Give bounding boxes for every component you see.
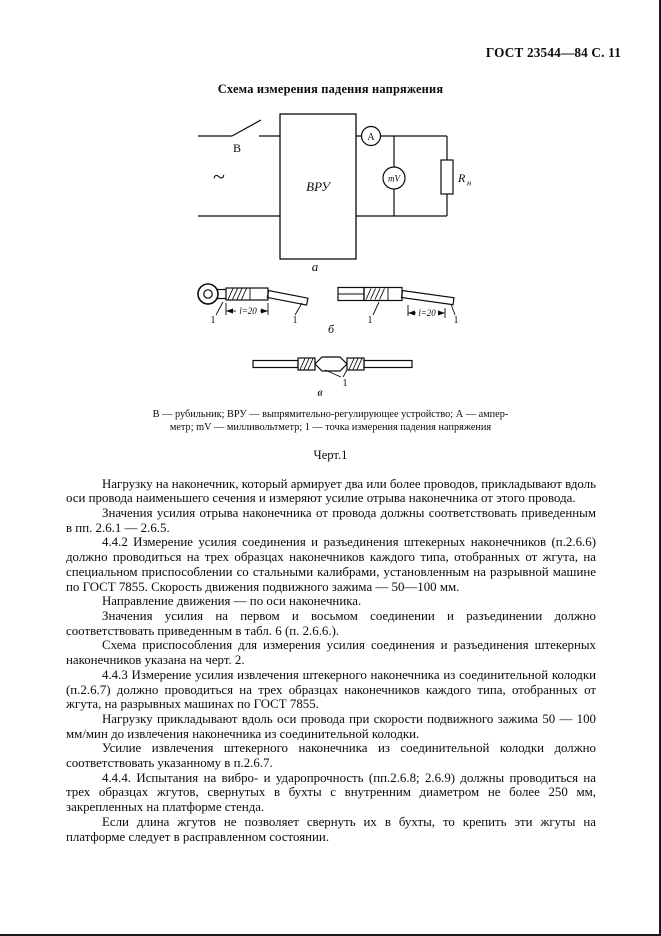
paragraph: Нагрузку на наконечник, который армирует… xyxy=(66,476,596,506)
figure-title: Схема измерения падения напряжения xyxy=(217,81,444,96)
flat-lug-drawing xyxy=(337,286,456,318)
paragraph: Значения усилия на первом и восьмом соед… xyxy=(66,608,596,638)
measure-point-label: 1 xyxy=(454,315,459,326)
paragraph: 4.4.3 Измерение усилия извлечения штекер… xyxy=(66,667,596,712)
measure-point-label: 1 xyxy=(211,315,216,326)
paragraph: Направление движения — по оси наконечник… xyxy=(102,594,362,609)
flat-lug-labels: l=20 1 1 б xyxy=(328,308,459,336)
measure-point-label: 1 xyxy=(368,315,373,326)
ammeter-label: А xyxy=(367,132,375,143)
dimension-label: l=20 xyxy=(418,308,436,318)
resistor-label-subscript: н xyxy=(467,177,471,187)
document-page: ГОСТ 23544—84 С. 11 Схема измерения паде… xyxy=(0,45,661,845)
splice-drawing xyxy=(252,356,413,378)
part-a-label: а xyxy=(312,259,319,274)
ac-source-symbol: ~ xyxy=(213,164,225,189)
circuit-part-a xyxy=(198,113,454,260)
wire xyxy=(400,289,455,306)
paragraph: Если длина жгутов не позволяет свернуть … xyxy=(66,814,596,844)
paragraph: Нагрузку прикладывают вдоль оси провода … xyxy=(66,711,596,741)
paragraph: Усилие извлечения штекерного наконечника… xyxy=(66,741,596,771)
dimension-label: l=20 xyxy=(239,306,257,316)
paragraph: Схема приспособления для измерения усили… xyxy=(66,638,596,668)
figure-1-diagram: В ~ ВРУ А mV R н а xyxy=(197,113,471,399)
paragraph: 4.4.2 Измерение усилия соединения и разъ… xyxy=(66,535,596,594)
part-b-label: б xyxy=(328,322,335,336)
measure-point-label: 1 xyxy=(343,378,348,389)
paragraph: Значения усилия отрыва наконечника от пр… xyxy=(66,506,596,535)
resistor-label: R xyxy=(457,171,466,185)
paragraph: 4.4.4. Испытания на вибро- и ударопрочно… xyxy=(66,770,596,815)
wire xyxy=(266,289,309,306)
load-resistor-icon xyxy=(440,159,454,195)
scan-edge-bottom xyxy=(0,934,661,936)
splice-body xyxy=(314,356,348,372)
figure-caption-line-1: В — рубильник; ВРУ — выпрямительно-регул… xyxy=(152,408,509,420)
circuit-part-a-labels: В ~ ВРУ А mV R н а xyxy=(213,132,471,274)
millivoltmeter-label: mV xyxy=(388,173,401,183)
doc-reference: ГОСТ 23544—84 С. 11 xyxy=(485,45,621,60)
ammeter-icon xyxy=(360,125,382,146)
ring-lug-drawing xyxy=(197,283,309,316)
switch-blade-icon xyxy=(231,119,262,137)
vru-label: ВРУ xyxy=(306,179,332,194)
figure-number: Черт.1 xyxy=(313,447,348,462)
millivoltmeter-icon xyxy=(382,166,406,190)
ring-lug-labels: l=20 1 1 xyxy=(211,306,298,326)
part-v-label: в xyxy=(317,385,322,399)
switch-label: В xyxy=(233,141,241,155)
crimp-barrel xyxy=(363,286,403,301)
body-text: Нагрузку на наконечник, который армирует… xyxy=(66,477,596,845)
measure-point-label: 1 xyxy=(293,315,298,326)
splice-labels: 1 в xyxy=(317,378,347,399)
figure-caption-line-2: метр; mV — милливольтметр; 1 — точка изм… xyxy=(169,422,492,434)
scan-edge-right xyxy=(659,0,661,936)
figure-caption: В — рубильник; ВРУ — выпрямительно-регул… xyxy=(0,408,661,435)
vru-box xyxy=(279,113,357,260)
